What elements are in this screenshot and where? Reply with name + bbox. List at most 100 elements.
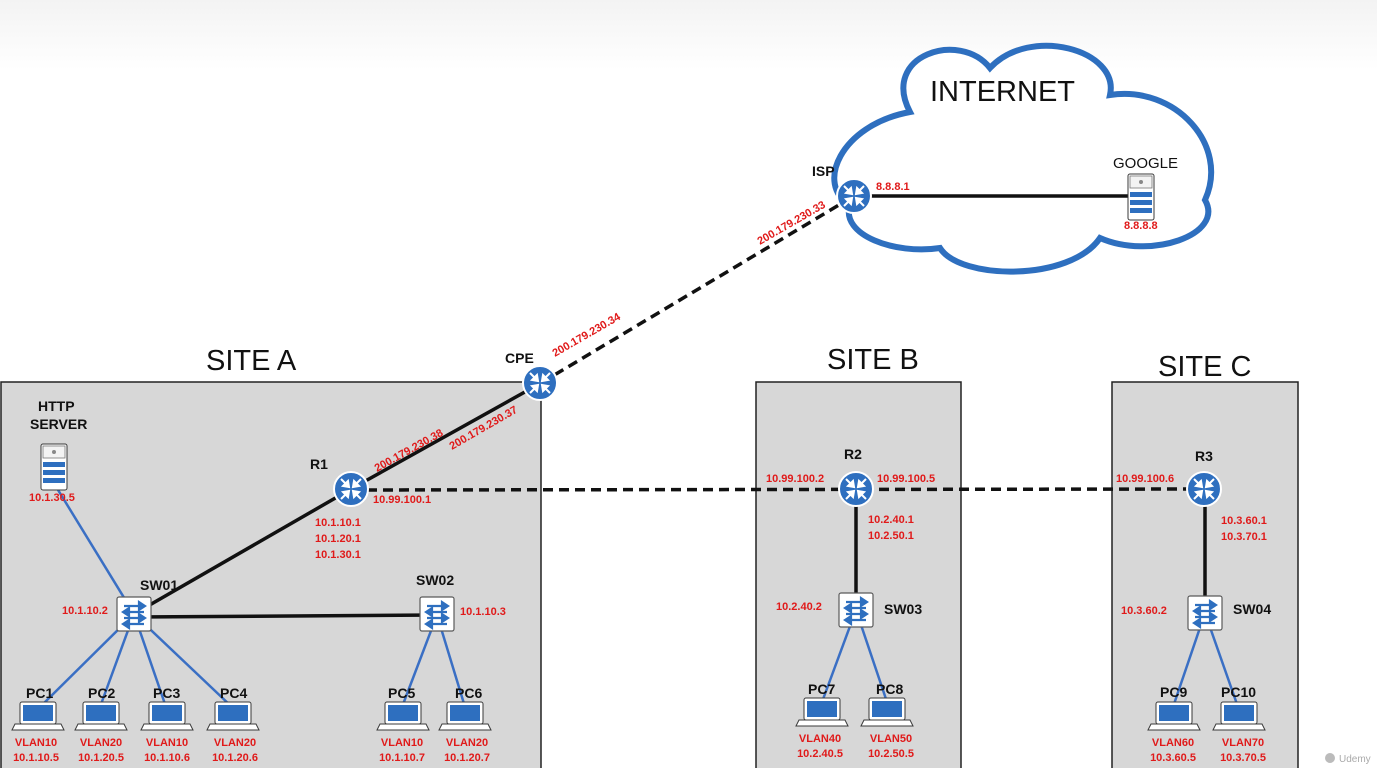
pc2-label: PC2 bbox=[88, 685, 115, 701]
top-band bbox=[0, 0, 1377, 70]
pc5-label: PC5 bbox=[388, 685, 415, 701]
pc5[interactable]: PC5 VLAN10 10.1.10.7 bbox=[376, 685, 430, 764]
pc1-label: PC1 bbox=[26, 685, 53, 701]
pc6-ip: 10.1.20.7 bbox=[444, 752, 490, 764]
pc7-label: PC7 bbox=[808, 681, 835, 697]
cpe-ip-isp-side: 200.179.230.34 bbox=[551, 311, 624, 360]
pc3[interactable]: PC3 VLAN10 10.1.10.6 bbox=[140, 685, 194, 764]
r1-ip-lan-2: 10.1.20.1 bbox=[315, 533, 361, 545]
site-b-title: SITE B bbox=[827, 344, 919, 376]
r1-ip-lan-3: 10.1.30.1 bbox=[315, 549, 361, 561]
cpe-router-icon[interactable] bbox=[522, 365, 558, 401]
isp-label: ISP bbox=[812, 163, 835, 179]
r2-ip-right: 10.99.100.5 bbox=[877, 473, 935, 485]
r1-cpe-link bbox=[350, 381, 542, 491]
r2-ip-lan-1: 10.2.40.1 bbox=[868, 514, 914, 526]
pc6-label: PC6 bbox=[455, 685, 482, 701]
pc5-vlan: VLAN10 bbox=[381, 737, 423, 749]
pc6-vlan: VLAN20 bbox=[446, 737, 488, 749]
r2-router-icon[interactable] bbox=[838, 471, 874, 507]
pc5-ip: 10.1.10.7 bbox=[379, 752, 425, 764]
cpe-label: CPE bbox=[505, 350, 534, 366]
pc3-label: PC3 bbox=[153, 685, 180, 701]
internet-title: INTERNET bbox=[930, 76, 1075, 108]
server-sw01-link bbox=[53, 484, 136, 615]
sw02-ip: 10.1.10.3 bbox=[460, 606, 506, 618]
sw02-label: SW02 bbox=[416, 572, 454, 588]
pc2-icon[interactable] bbox=[74, 701, 128, 731]
pc9-vlan: VLAN60 bbox=[1152, 737, 1194, 749]
pc7-ip: 10.2.40.5 bbox=[797, 748, 843, 760]
pc10-icon[interactable] bbox=[1212, 701, 1266, 731]
sw03-switch-icon[interactable] bbox=[837, 591, 875, 629]
r1-router-icon[interactable] bbox=[333, 471, 369, 507]
sw02-switch-icon[interactable] bbox=[418, 595, 456, 633]
isp-ip-google-side: 8.8.8.1 bbox=[876, 181, 910, 193]
pc9-ip: 10.3.60.5 bbox=[1150, 752, 1196, 764]
pc8-label: PC8 bbox=[876, 681, 903, 697]
pc1-ip: 10.1.10.5 bbox=[13, 752, 59, 764]
google-ip: 8.8.8.8 bbox=[1124, 220, 1158, 232]
pc7-icon[interactable] bbox=[795, 697, 849, 727]
udemy-logo-icon bbox=[1325, 753, 1335, 763]
sw01-switch-icon[interactable] bbox=[115, 595, 153, 633]
r2-label: R2 bbox=[844, 446, 862, 462]
pc3-vlan: VLAN10 bbox=[146, 737, 188, 749]
pc10-ip: 10.3.70.5 bbox=[1220, 752, 1266, 764]
r1-r2-r3-tunnel-link bbox=[350, 487, 1205, 492]
udemy-watermark-text: Udemy bbox=[1339, 754, 1371, 765]
pc2[interactable]: PC2 VLAN20 10.1.20.5 bbox=[74, 685, 128, 764]
pc4-icon[interactable] bbox=[206, 701, 260, 731]
sw01-r1-link bbox=[133, 487, 352, 616]
pc9[interactable]: PC9 VLAN60 10.3.60.5 bbox=[1147, 684, 1201, 764]
pc8[interactable]: PC8 VLAN50 10.2.50.5 bbox=[860, 681, 914, 760]
site-a-title: SITE A bbox=[206, 345, 297, 377]
pc1[interactable]: PC1 VLAN10 10.1.10.5 bbox=[11, 685, 65, 764]
http-server-label-2: SERVER bbox=[30, 416, 87, 432]
r1-ip-tunnel: 10.99.100.1 bbox=[373, 494, 431, 506]
pc8-ip: 10.2.50.5 bbox=[868, 748, 914, 760]
pc4-vlan: VLAN20 bbox=[214, 737, 256, 749]
pc1-icon[interactable] bbox=[11, 701, 65, 731]
r1-ip-lan-1: 10.1.10.1 bbox=[315, 517, 361, 529]
http-server-label-1: HTTP bbox=[38, 398, 75, 414]
sw03-ip: 10.2.40.2 bbox=[776, 601, 822, 613]
r3-ip-left: 10.99.100.6 bbox=[1116, 473, 1174, 485]
r1-label: R1 bbox=[310, 456, 328, 472]
google-server-icon[interactable] bbox=[1127, 173, 1155, 221]
pc3-ip: 10.1.10.6 bbox=[144, 752, 190, 764]
site-b-box bbox=[755, 381, 962, 768]
pc10[interactable]: PC10 VLAN70 10.3.70.5 bbox=[1212, 684, 1266, 764]
pc2-vlan: VLAN20 bbox=[80, 737, 122, 749]
sw04-ip: 10.3.60.2 bbox=[1121, 605, 1167, 617]
site-c-title: SITE C bbox=[1158, 351, 1251, 383]
pc10-vlan: VLAN70 bbox=[1222, 737, 1264, 749]
isp-ip-cpe-side: 200.179.230.33 bbox=[756, 199, 828, 248]
udemy-watermark: Udemy bbox=[1325, 753, 1371, 765]
pc8-icon[interactable] bbox=[860, 697, 914, 727]
http-server-ip: 10.1.30.5 bbox=[29, 492, 75, 504]
pc8-vlan: VLAN50 bbox=[870, 733, 912, 745]
r3-ip-lan-2: 10.3.70.1 bbox=[1221, 531, 1267, 543]
pc3-icon[interactable] bbox=[140, 701, 194, 731]
cpe-isp-link bbox=[540, 194, 855, 385]
r3-label: R3 bbox=[1195, 448, 1213, 464]
pc7[interactable]: PC7 VLAN40 10.2.40.5 bbox=[795, 681, 849, 760]
isp-router-icon[interactable] bbox=[836, 178, 872, 214]
pc2-ip: 10.1.20.5 bbox=[78, 752, 124, 764]
sw04-switch-icon[interactable] bbox=[1186, 594, 1224, 632]
http-server-icon[interactable] bbox=[40, 443, 68, 491]
sw01-sw02-link bbox=[133, 613, 438, 619]
pc6-icon[interactable] bbox=[438, 701, 492, 731]
pc4-ip: 10.1.20.6 bbox=[212, 752, 258, 764]
sw03-label: SW03 bbox=[884, 601, 922, 617]
pc9-icon[interactable] bbox=[1147, 701, 1201, 731]
r2-ip-lan-2: 10.2.50.1 bbox=[868, 530, 914, 542]
pc5-icon[interactable] bbox=[376, 701, 430, 731]
pc6[interactable]: PC6 VLAN20 10.1.20.7 bbox=[438, 685, 492, 764]
r3-router-icon[interactable] bbox=[1186, 471, 1222, 507]
pc4[interactable]: PC4 VLAN20 10.1.20.6 bbox=[206, 685, 260, 764]
pc1-vlan: VLAN10 bbox=[15, 737, 57, 749]
r3-ip-lan-1: 10.3.60.1 bbox=[1221, 515, 1267, 527]
